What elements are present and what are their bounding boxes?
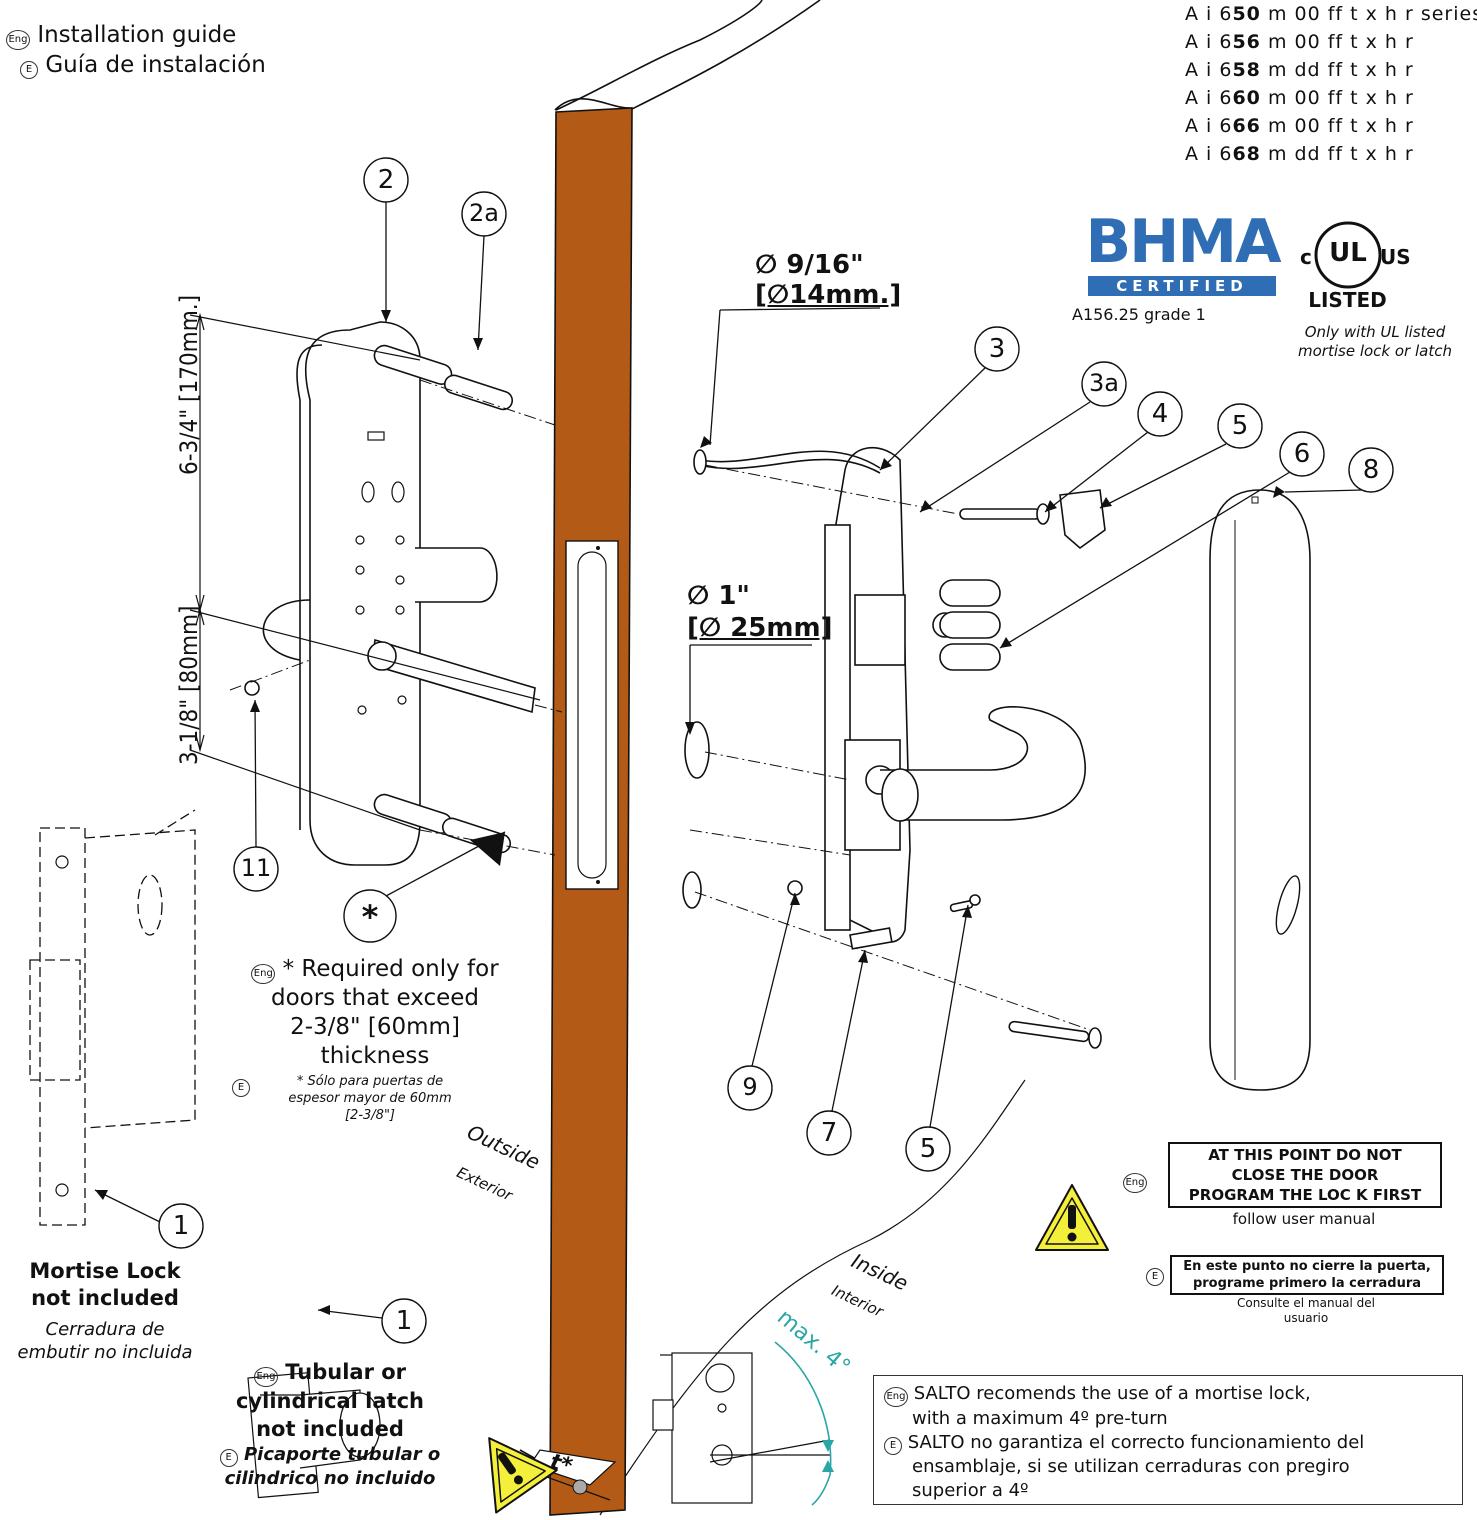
model-item: A i 668 m dd ff t x h r <box>1185 143 1414 165</box>
english-badge: Eng <box>251 964 276 984</box>
program-first-warning: AT THIS POINT DO NOT CLOSE THE DOOR PROG… <box>1168 1142 1442 1208</box>
tubular-note-es: E Picaporte tubular o cilindrico no incl… <box>195 1443 465 1490</box>
salto-recommendation-note: Eng SALTO recomends the use of a mortise… <box>873 1375 1463 1505</box>
inside-cover <box>1209 489 1311 1091</box>
warning-icon <box>1035 1184 1109 1251</box>
required-note: Eng * Required only for doors that excee… <box>225 955 525 1071</box>
english-badge: Eng <box>253 1367 278 1387</box>
spanish-badge: E <box>20 61 38 79</box>
callout-2: 2 <box>377 165 395 195</box>
model-list: A i 650 m 00 ff t x h r series A i 656 m… <box>1185 0 1477 168</box>
ul-c: c <box>1300 245 1312 269</box>
bhma-certified: CERTIFIED <box>1116 277 1248 295</box>
ul-logo: UL <box>1329 238 1367 268</box>
callout-asterisk: * <box>361 898 379 936</box>
ul-us: US <box>1380 245 1411 269</box>
model-item: A i 658 m dd ff t x h r <box>1185 59 1414 81</box>
model-item: A i 660 m 00 ff t x h r <box>1185 87 1414 109</box>
callout-2a: 2a <box>469 199 499 227</box>
callout-1: 1 <box>172 1211 190 1241</box>
cable-hole-dimension: ∅ 9/16" [∅14mm.] <box>755 250 902 310</box>
outside-escutcheon <box>304 321 421 866</box>
tubular-note: Eng Tubular or cylindrical latch not inc… <box>235 1360 424 1441</box>
height-upper-dimension: 6-3/4" [170mm.] <box>175 294 203 475</box>
height-lower-dimension: 3-1/8" [80mm] <box>175 605 203 765</box>
title-english: Eng Installation guide <box>6 20 236 50</box>
model-item: A i 666 m 00 ff t x h r <box>1185 115 1414 137</box>
mortise-note: Mortise Lock not included <box>29 1259 181 1310</box>
callout-4: 4 <box>1151 399 1169 429</box>
callout-1-latch: 1 <box>395 1306 413 1336</box>
callout-11: 11 <box>240 854 272 882</box>
warning-spanish-badge: E <box>1146 1264 1164 1286</box>
callout-3a: 3a <box>1089 369 1119 397</box>
callout-3: 3 <box>988 334 1006 364</box>
ul-note: Only with UL listed mortise lock or latc… <box>1298 323 1452 360</box>
title-spanish: E Guía de instalación <box>20 50 266 80</box>
bhma-grade: A156.25 grade 1 <box>1072 305 1206 324</box>
callout-8: 8 <box>1362 455 1380 485</box>
warning-icon <box>488 1437 558 1514</box>
callout-6: 6 <box>1293 439 1311 469</box>
spanish-badge: E <box>884 1437 902 1455</box>
ul-listed: LISTED <box>1308 288 1387 312</box>
callout-7: 5 <box>919 1134 937 1164</box>
callout-9: 7 <box>820 1118 838 1148</box>
spanish-badge-required: E <box>232 1075 250 1097</box>
callout-5: 5 <box>1231 411 1249 441</box>
english-badge: Eng <box>884 1387 908 1407</box>
warning-sub: follow user manual <box>1232 1210 1376 1228</box>
spindle-hole-dimension: ∅ 1" [∅ 25mm] <box>687 581 833 643</box>
model-item: A i 650 m 00 ff t x h r series <box>1185 3 1477 25</box>
callout-10: 9 <box>742 1073 758 1101</box>
mortise-cutout <box>565 540 619 890</box>
program-first-warning-es: En este punto no cierre la puerta, progr… <box>1170 1255 1444 1295</box>
english-badge: Eng <box>6 30 30 50</box>
warning-english-badge: Eng <box>1123 1170 1147 1193</box>
bhma-logo: BHMA <box>1085 207 1281 277</box>
model-item: A i 656 m 00 ff t x h r <box>1185 31 1414 53</box>
mortise-note-es: Cerradura de embutir no incluida <box>17 1319 193 1363</box>
required-note-es: * Sólo para puertas de espesor mayor de … <box>288 1074 452 1123</box>
warning-sub-es: Consulte el manual del usuario <box>1236 1296 1376 1325</box>
